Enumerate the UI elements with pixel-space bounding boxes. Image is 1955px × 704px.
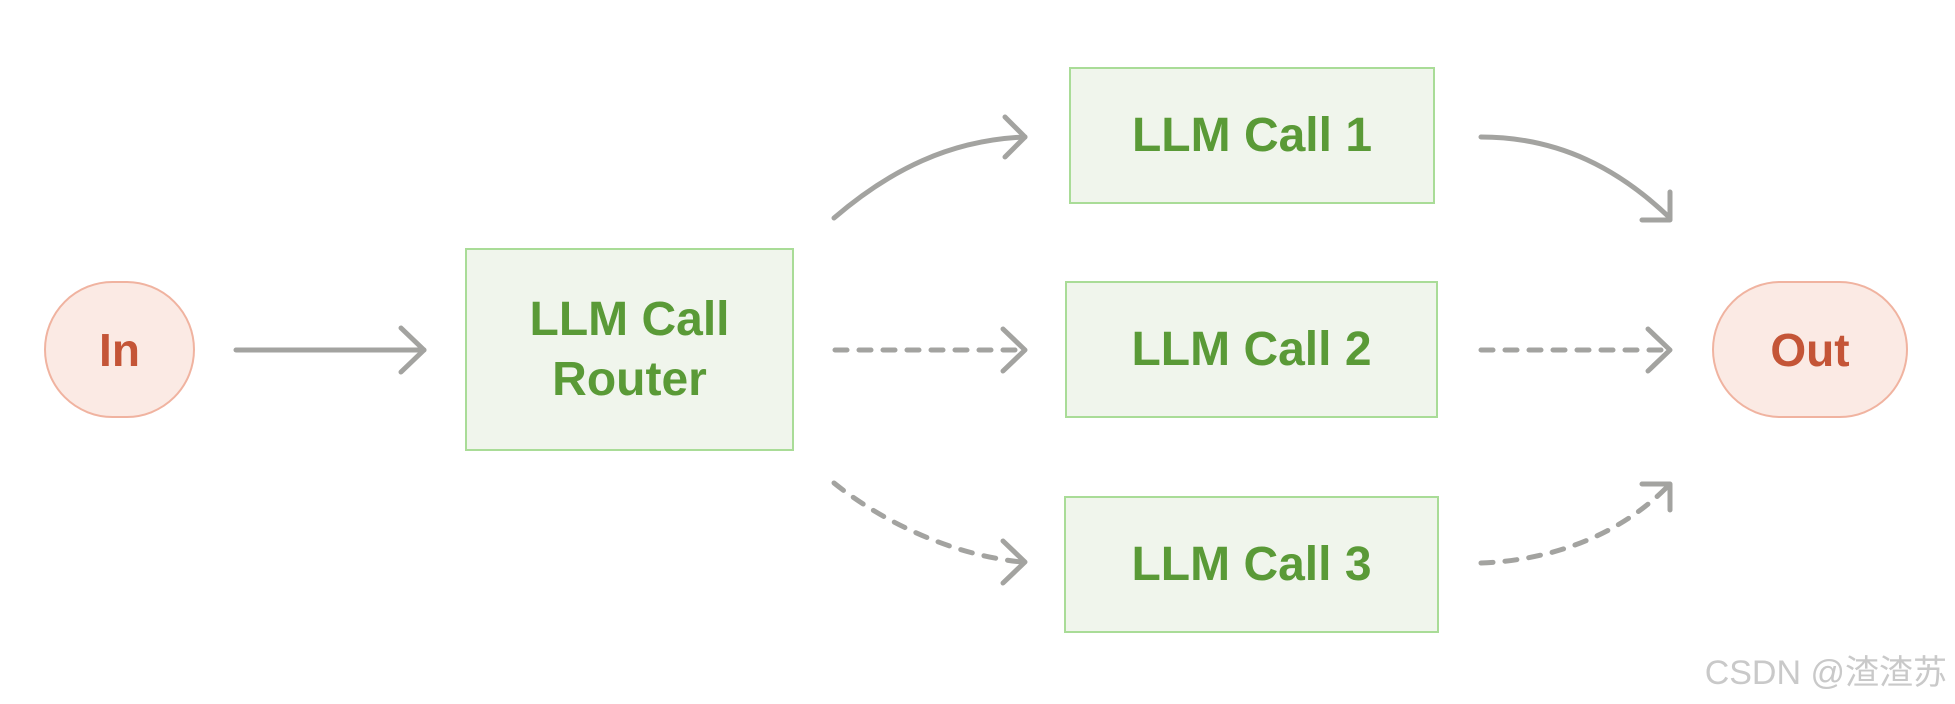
arrow-call3-to-out (1478, 481, 1673, 566)
llm-call-3-label: LLM Call 3 (1131, 537, 1372, 591)
router-node-label-line2: Router (552, 352, 707, 406)
input-node-label: In (99, 323, 140, 376)
watermark: CSDN @渣渣苏 (1704, 654, 1947, 692)
arrow-in-to-router (233, 325, 427, 375)
llm-call-1-node: LLM Call 1 (1069, 67, 1435, 204)
output-node: Out (1712, 281, 1908, 418)
arrow-router-to-call2 (832, 326, 1028, 374)
arrow-call1-to-out (1478, 134, 1673, 223)
llm-call-2-label: LLM Call 2 (1131, 322, 1372, 376)
router-node: LLM Call Router (465, 248, 794, 451)
router-node-label-line1: LLM Call (529, 292, 730, 346)
llm-call-3-node: LLM Call 3 (1064, 496, 1439, 633)
arrow-router-to-call3 (831, 480, 1028, 586)
input-node: In (44, 281, 195, 418)
output-node-label: Out (1770, 323, 1850, 376)
arrow-router-to-call1 (831, 114, 1028, 221)
llm-call-2-node: LLM Call 2 (1065, 281, 1438, 418)
arrow-call2-to-out (1478, 326, 1673, 374)
llm-call-1-label: LLM Call 1 (1131, 108, 1373, 162)
